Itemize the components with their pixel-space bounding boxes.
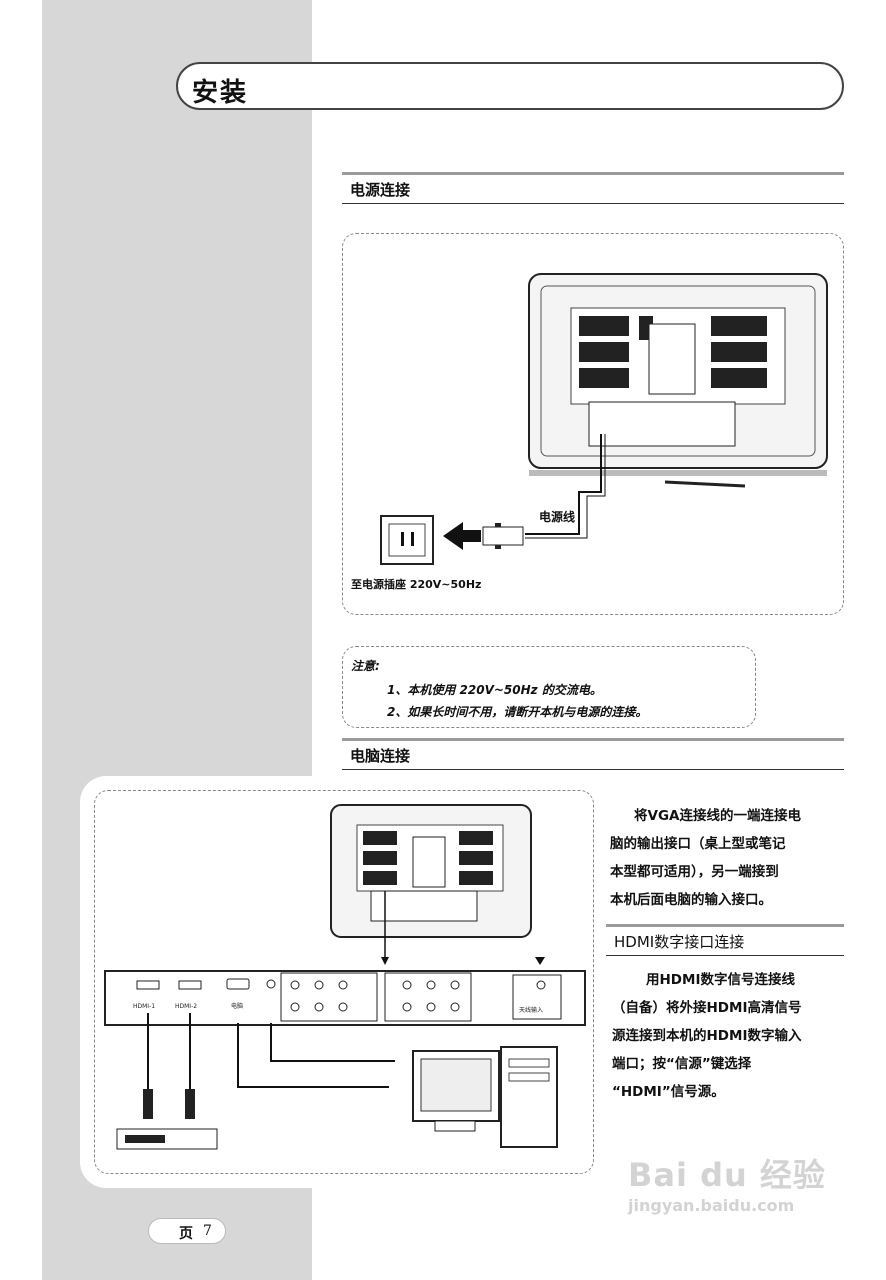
watermark-url: jingyan.baidu.com [628,1196,795,1215]
power-socket-label: 至电源插座 220V~50Hz [351,578,482,591]
pc-section-header: 电脑连接 [342,738,844,770]
watermark-brand: Bai du 经验 [628,1156,826,1194]
baidu-watermark: Bai du 经验 jingyan.baidu.com [628,1150,826,1215]
power-section-title: 电源连接 [350,181,411,199]
pc-port-label: 电脑 [231,1002,243,1010]
note-box: 注意: 1、本机使用 220V~50Hz 的交流电。 2、如果长时间不用，请断开… [342,646,756,728]
hdmi-section-header: HDMI数字接口连接 [606,924,844,956]
note-line-1: 1、本机使用 220V~50Hz 的交流电。 [387,683,602,697]
hdmi-description: 用HDMI数字信号连接线 （自备）将外接HDMI高清信号 源连接到本机的HDMI… [612,972,802,1100]
pc-diagram-box: HDMI-1 HDMI-2 电脑 天线输入 [94,790,594,1174]
page-number-badge: 页 7 [148,1218,226,1244]
hdmi1-port-label: HDMI-1 [133,1003,155,1010]
tv-rear-power-diagram [380,273,828,565]
pc-hdmi-connection-diagram: HDMI-1 HDMI-2 电脑 天线输入 [104,804,586,1150]
power-diagram-box: 电源线 至电源插座 220V~50Hz [342,233,844,615]
hdmi-section-title: HDMI数字接口连接 [614,933,745,951]
page-word: 页 [179,1226,193,1242]
note-title: 注意: [351,659,380,673]
page-number: 7 [203,1223,212,1239]
chapter-title-bar: 安装 [176,62,844,110]
hdmi2-port-label: HDMI-2 [175,1003,197,1010]
pc-description: 将VGA连接线的一端连接电 脑的输出接口（桌上型或笔记 本型都可适用），另一端接… [610,808,801,908]
power-section-header: 电源连接 [342,172,844,204]
antenna-port-label: 天线输入 [519,1006,543,1014]
pc-section-title: 电脑连接 [350,747,411,765]
chapter-title: 安装 [192,78,249,108]
power-cord-label: 电源线 [539,510,576,524]
note-line-2: 2、如果长时间不用，请断开本机与电源的连接。 [387,705,648,719]
